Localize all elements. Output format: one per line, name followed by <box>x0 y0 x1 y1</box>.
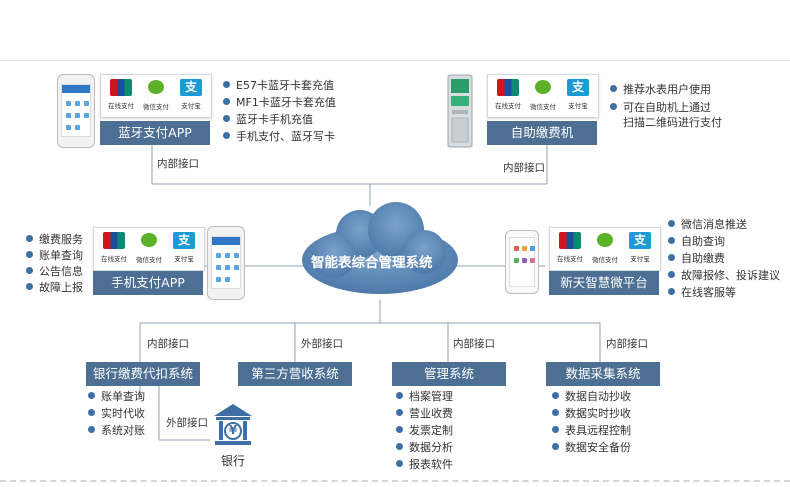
interface-label: 内部接口 <box>503 162 545 175</box>
bullet-icon <box>26 267 33 274</box>
bullet-icon <box>552 409 559 416</box>
feature-item: 故障上报 <box>26 279 83 296</box>
feature-item: 自助缴费 <box>668 250 725 267</box>
node-third-party[interactable]: 第三方营收系统 <box>238 362 352 386</box>
bullet-icon <box>88 409 95 416</box>
interface-label: 外部接口 <box>301 338 343 351</box>
unionpay-icon <box>497 79 519 96</box>
yuan-symbol: ¥ <box>228 423 238 437</box>
payment-logos-bluetooth: 在线支付 微信支付 支支付宝 <box>100 74 212 118</box>
bullet-icon <box>668 237 675 244</box>
bullet-icon <box>610 103 617 110</box>
feature-item: 发票定制 <box>396 422 453 439</box>
feature-item: 系统对账 <box>88 422 145 439</box>
bullet-icon <box>223 132 230 139</box>
node-kiosk[interactable]: 自助缴费机 <box>487 121 597 145</box>
feature-item: 表具远程控制 <box>552 422 631 439</box>
payment-logos-wechat: 在线支付 微信支付 支支付宝 <box>549 227 661 271</box>
feature-item-continued: 扫描二维码进行支付 <box>623 116 722 129</box>
bullet-icon <box>223 98 230 105</box>
feature-item: 账单查询 <box>88 388 145 405</box>
node-wechat-platform[interactable]: 新天智慧微平台 <box>549 271 659 295</box>
feature-item: 可在自助机上通过 <box>610 99 711 116</box>
feature-item: 档案管理 <box>396 388 453 405</box>
node-management[interactable]: 管理系统 <box>392 362 506 386</box>
bullet-icon <box>26 235 33 242</box>
interface-label: 内部接口 <box>453 338 495 351</box>
feature-item: 推荐水表用户使用 <box>610 81 711 98</box>
wechat-icon <box>145 80 167 97</box>
feature-item: MF1卡蓝牙卡套充值 <box>223 94 336 111</box>
interface-label: 外部接口 <box>166 417 208 430</box>
unionpay-icon <box>110 79 132 96</box>
feature-item: 报表软件 <box>396 456 453 473</box>
interface-label: 内部接口 <box>157 158 199 171</box>
bullet-icon <box>26 251 33 258</box>
alipay-icon: 支 <box>180 79 202 96</box>
cloud-shape <box>302 202 458 294</box>
bullet-icon <box>552 392 559 399</box>
feature-item: 数据分析 <box>396 439 453 456</box>
bullet-icon <box>88 426 95 433</box>
bullet-icon <box>396 426 403 433</box>
bottom-divider <box>0 480 790 482</box>
feature-item: E57卡蓝牙卡套充值 <box>223 77 334 94</box>
top-divider <box>0 60 790 61</box>
center-system-label: 智能表综合管理系统 <box>311 255 433 271</box>
feature-item: 账单查询 <box>26 247 83 264</box>
alipay-icon: 支 <box>567 79 589 96</box>
bullet-icon <box>668 254 675 261</box>
payment-logos-kiosk: 在线支付 微信支付 支支付宝 <box>487 74 599 118</box>
feature-item: 数据自动抄收 <box>552 388 631 405</box>
bullet-icon <box>223 115 230 122</box>
feature-item: 数据安全备份 <box>552 439 631 456</box>
unionpay-icon <box>103 232 125 249</box>
phone-illustration-mobile <box>207 226 245 300</box>
bullet-icon <box>396 392 403 399</box>
bullet-icon <box>668 220 675 227</box>
feature-item: 公告信息 <box>26 263 83 280</box>
interface-label: 内部接口 <box>147 338 189 351</box>
payment-logos-mobile: 在线支付 微信支付 支支付宝 <box>93 227 205 271</box>
feature-item: 实时代收 <box>88 405 145 422</box>
feature-item: 数据实时抄收 <box>552 405 631 422</box>
bullet-icon <box>396 409 403 416</box>
feature-item: 在线客服等 <box>668 284 736 301</box>
bullet-icon <box>396 443 403 450</box>
bullet-icon <box>668 288 675 295</box>
bullet-icon <box>88 392 95 399</box>
wechat-icon <box>532 80 554 97</box>
feature-item: 营业收费 <box>396 405 453 422</box>
bullet-icon <box>668 271 675 278</box>
bullet-icon <box>610 85 617 92</box>
feature-item: 蓝牙卡手机充值 <box>223 111 313 128</box>
feature-item: 手机支付、蓝牙写卡 <box>223 128 335 145</box>
bullet-icon <box>552 426 559 433</box>
bullet-icon <box>396 460 403 467</box>
bank-icon: ¥ <box>212 402 254 448</box>
node-bluetooth-app[interactable]: 蓝牙支付APP <box>100 121 210 145</box>
alipay-icon: 支 <box>629 232 651 249</box>
wechat-icon <box>594 233 616 250</box>
wechat-icon <box>138 233 160 250</box>
node-bank[interactable]: 银行 <box>221 454 246 468</box>
bullet-icon <box>223 81 230 88</box>
node-data-collection[interactable]: 数据采集系统 <box>546 362 660 386</box>
kiosk-illustration <box>447 74 473 148</box>
unionpay-icon <box>559 232 581 249</box>
interface-label: 内部接口 <box>606 338 648 351</box>
feature-item: 故障报修、投诉建议 <box>668 267 780 284</box>
feature-item: 自助查询 <box>668 233 725 250</box>
node-bank-system[interactable]: 银行缴费代扣系统 <box>86 362 200 386</box>
bullet-icon <box>26 283 33 290</box>
tablet-illustration-wechat <box>505 230 539 294</box>
phone-illustration-bluetooth <box>57 74 95 148</box>
node-mobile-app[interactable]: 手机支付APP <box>93 271 203 295</box>
bullet-icon <box>552 443 559 450</box>
feature-item: 缴费服务 <box>26 231 83 248</box>
feature-item: 微信消息推送 <box>668 216 747 233</box>
alipay-icon: 支 <box>173 232 195 249</box>
